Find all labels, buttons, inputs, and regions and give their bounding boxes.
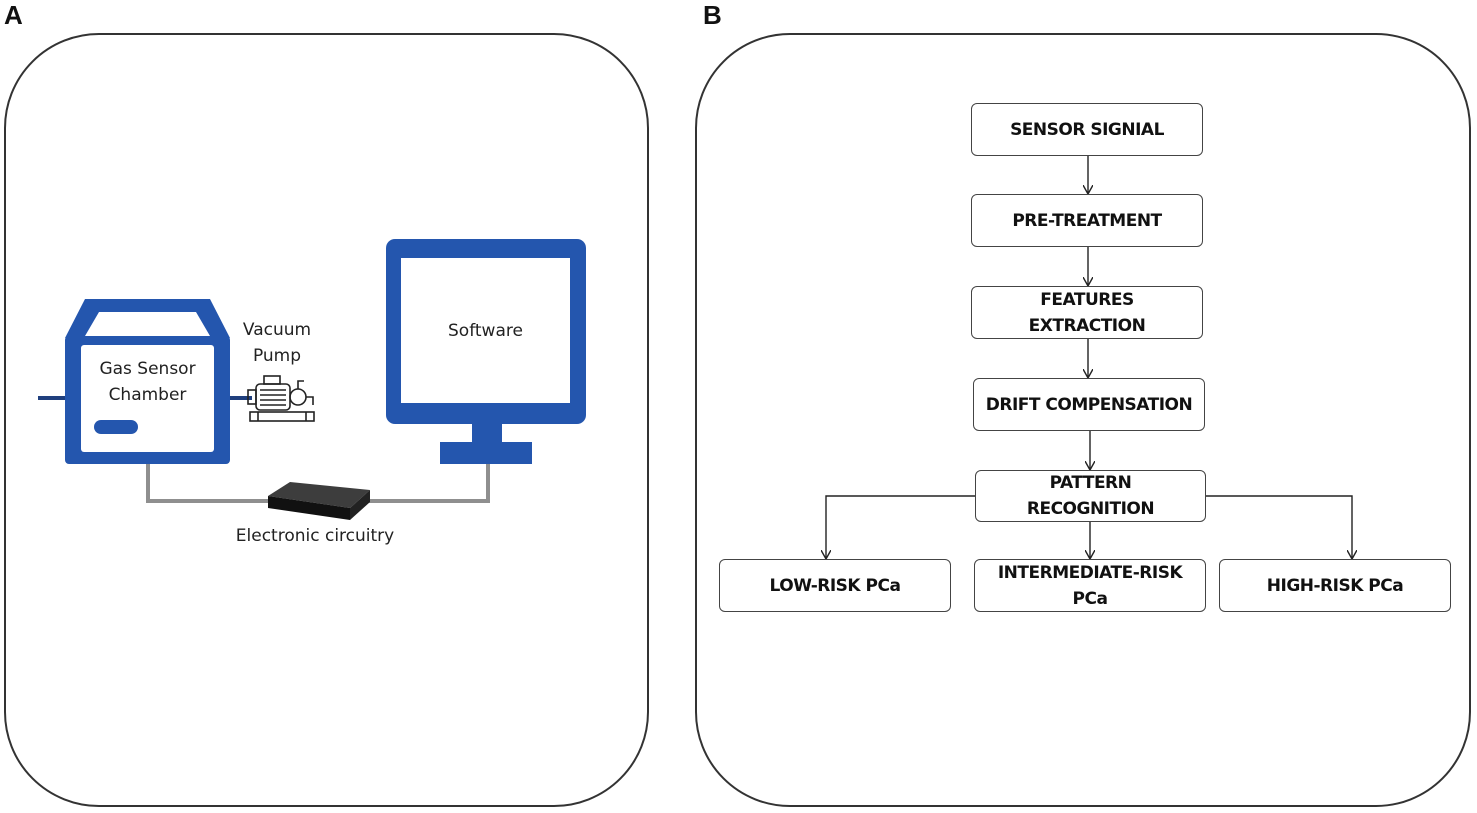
panel-a-frame — [4, 33, 649, 807]
intermediate-risk-line2: PCa — [1072, 588, 1108, 609]
pattern-line1: PATTERN — [1049, 473, 1132, 493]
gas-sensor-chamber-icon — [38, 299, 252, 464]
vacuum-pump-label: Vacuum Pump — [232, 317, 322, 369]
electronic-circuitry-label: Electronic circuitry — [235, 526, 395, 546]
circuit-board-icon — [268, 482, 370, 520]
pattern-recognition-box: PATTERN RECOGNITION — [975, 470, 1206, 522]
features-line1: FEATURES — [1040, 289, 1134, 310]
panel-b-letter: B — [703, 0, 722, 30]
drift-compensation-box: DRIFT COMPENSATION — [973, 378, 1205, 431]
panel-b-frame — [695, 33, 1471, 807]
low-risk-text: LOW-RISK PCa — [769, 575, 901, 596]
flow-arrows — [826, 156, 1352, 558]
high-risk-text: HIGH-RISK PCa — [1266, 575, 1404, 596]
software-label: Software — [448, 321, 523, 341]
chamber-label-line1: Gas Sensor — [99, 359, 196, 379]
pattern-line2: RECOGNITION — [1026, 499, 1155, 519]
pump-label-line2: Pump — [252, 346, 302, 366]
pre-treatment-box: PRE-TREATMENT — [971, 194, 1203, 247]
high-risk-box: HIGH-RISK PCa — [1219, 559, 1451, 612]
chamber-label-line2: Chamber — [108, 385, 187, 405]
drift-compensation-text: DRIFT COMPENSATION — [985, 394, 1193, 415]
low-risk-box: LOW-RISK PCa — [719, 559, 951, 612]
pre-treatment-text: PRE-TREATMENT — [1012, 210, 1162, 231]
features-extraction-box: FEATURES EXTRACTION — [971, 286, 1203, 339]
sensor-signal-text: SENSOR SIGNIAL — [1010, 119, 1164, 140]
intermediate-risk-line1: INTERMEDIATE-RISK — [997, 562, 1183, 583]
panel-a-letter: A — [4, 0, 23, 30]
pump-label-line1: Vacuum — [242, 320, 312, 340]
intermediate-risk-box: INTERMEDIATE-RISK PCa — [974, 559, 1206, 612]
cable-lines — [146, 462, 490, 503]
features-line2: EXTRACTION — [1028, 315, 1146, 336]
computer-monitor-icon — [386, 239, 586, 464]
sensor-signal-box: SENSOR SIGNIAL — [971, 103, 1203, 156]
vacuum-pump-icon — [247, 375, 315, 422]
gas-sensor-chamber-label: Gas Sensor Chamber — [81, 356, 214, 408]
